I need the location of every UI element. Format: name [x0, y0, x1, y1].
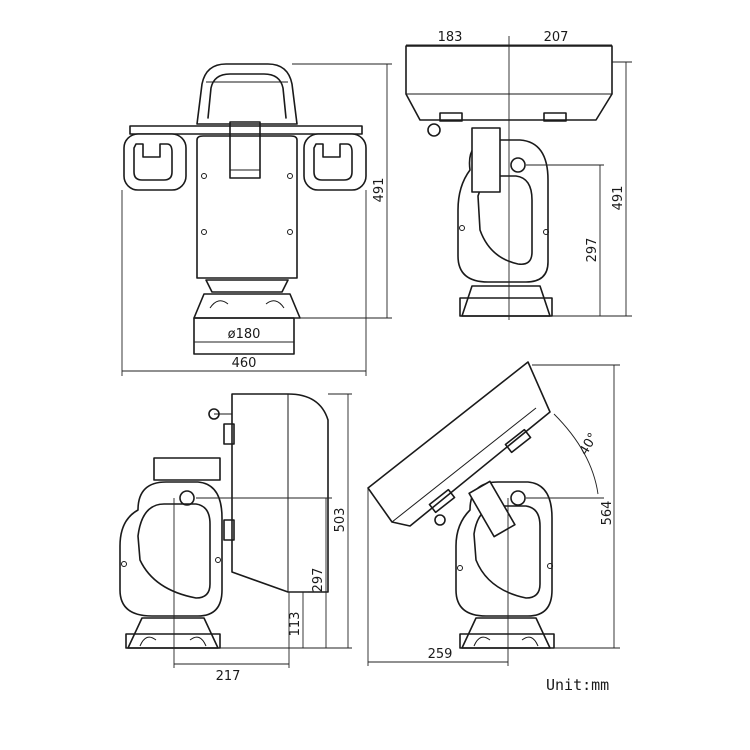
front-view: [121, 63, 392, 376]
dim-front-height: 491: [372, 178, 387, 203]
dim-side2-height: 503: [333, 508, 348, 533]
side-view-2: [119, 393, 352, 668]
dim-top-right: 207: [544, 30, 569, 45]
dim-top-left: 183: [438, 30, 463, 45]
tilted-view: [367, 361, 620, 666]
dim-tilt-height: 564: [600, 501, 615, 526]
dim-side2-axis-height: 297: [311, 568, 326, 593]
side-view: [405, 36, 632, 320]
dim-tilt-width: 259: [428, 647, 453, 662]
dim-side2-base-height: 113: [288, 612, 303, 637]
dim-side-axis-height: 297: [585, 238, 600, 263]
dim-base-diameter: ø180: [228, 327, 261, 342]
dim-side-height: 491: [611, 186, 626, 211]
dim-tilt-angle: 40°: [577, 431, 602, 458]
dim-side2-width: 217: [216, 669, 241, 684]
unit-label: Unit:mm: [546, 676, 609, 694]
dim-front-width: 460: [232, 356, 257, 371]
